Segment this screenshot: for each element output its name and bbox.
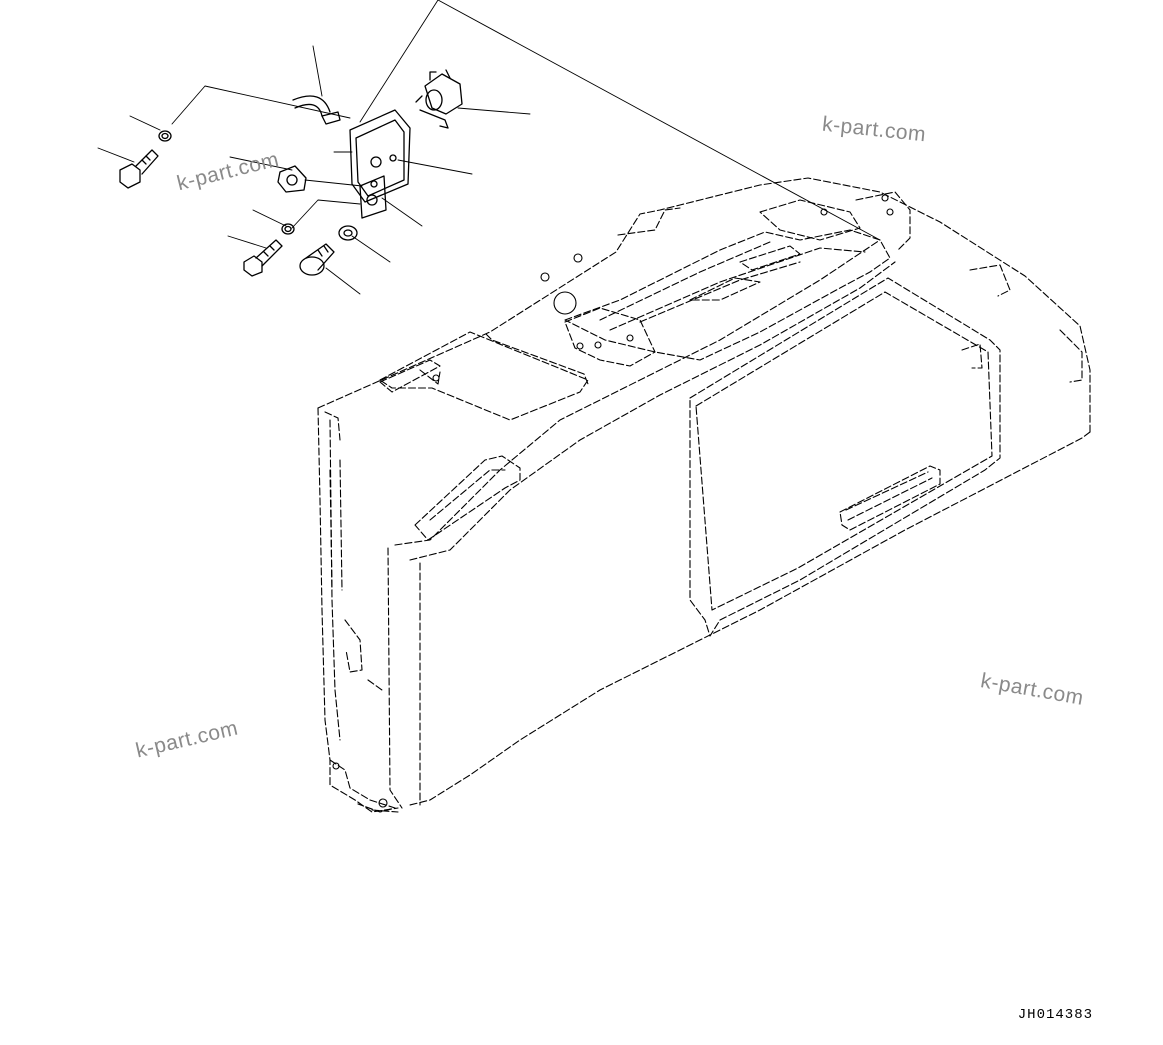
tank-holes <box>332 194 894 808</box>
leader-lines <box>97 0 881 295</box>
mounting-plate <box>349 109 411 219</box>
drawing-code-label: JH014383 <box>1017 1007 1093 1023</box>
square-washer <box>277 165 307 193</box>
tank-body-outline <box>317 177 1091 813</box>
hose-part <box>292 95 341 125</box>
bolts <box>119 149 335 277</box>
relay-part <box>415 69 463 129</box>
washers <box>158 130 358 241</box>
